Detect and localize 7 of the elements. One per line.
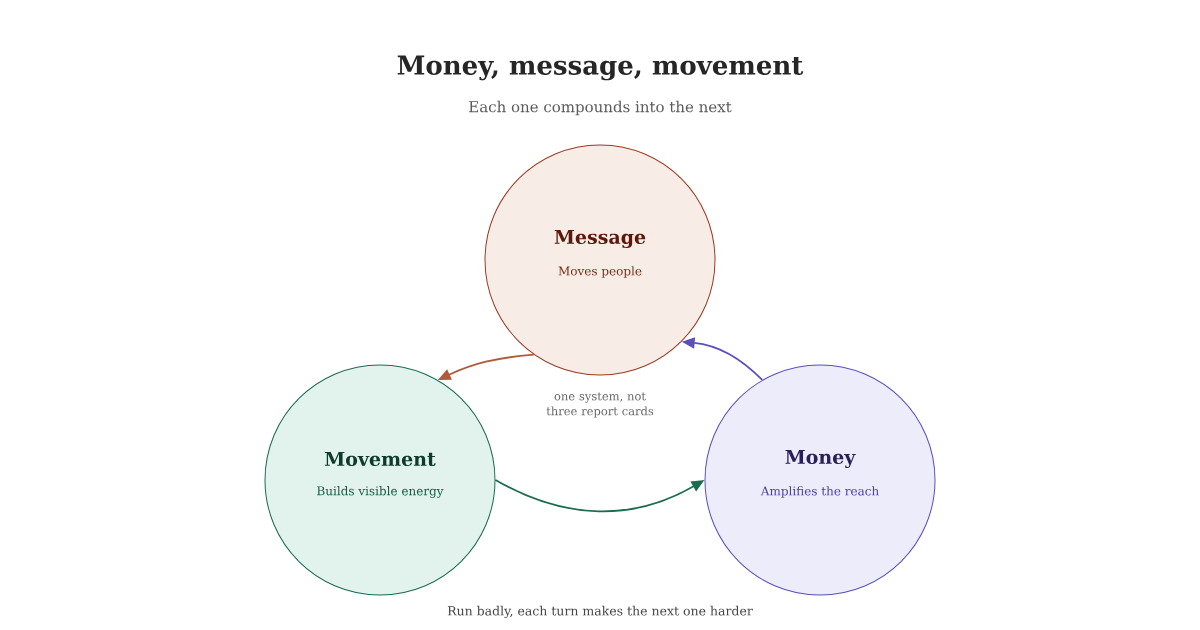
circle-node: Money Amplifies the reach <box>704 364 936 596</box>
note-text: Run badly, each turn makes the next one harder <box>447 605 753 619</box>
circle-node: Movement Builds visible energy <box>264 364 496 596</box>
note-text: Each one compounds into the next <box>469 100 732 116</box>
note-text: one system, not three report cards <box>546 392 654 418</box>
title: Money, message, movement <box>397 55 804 81</box>
circle-node: Message Moves people <box>484 144 716 376</box>
